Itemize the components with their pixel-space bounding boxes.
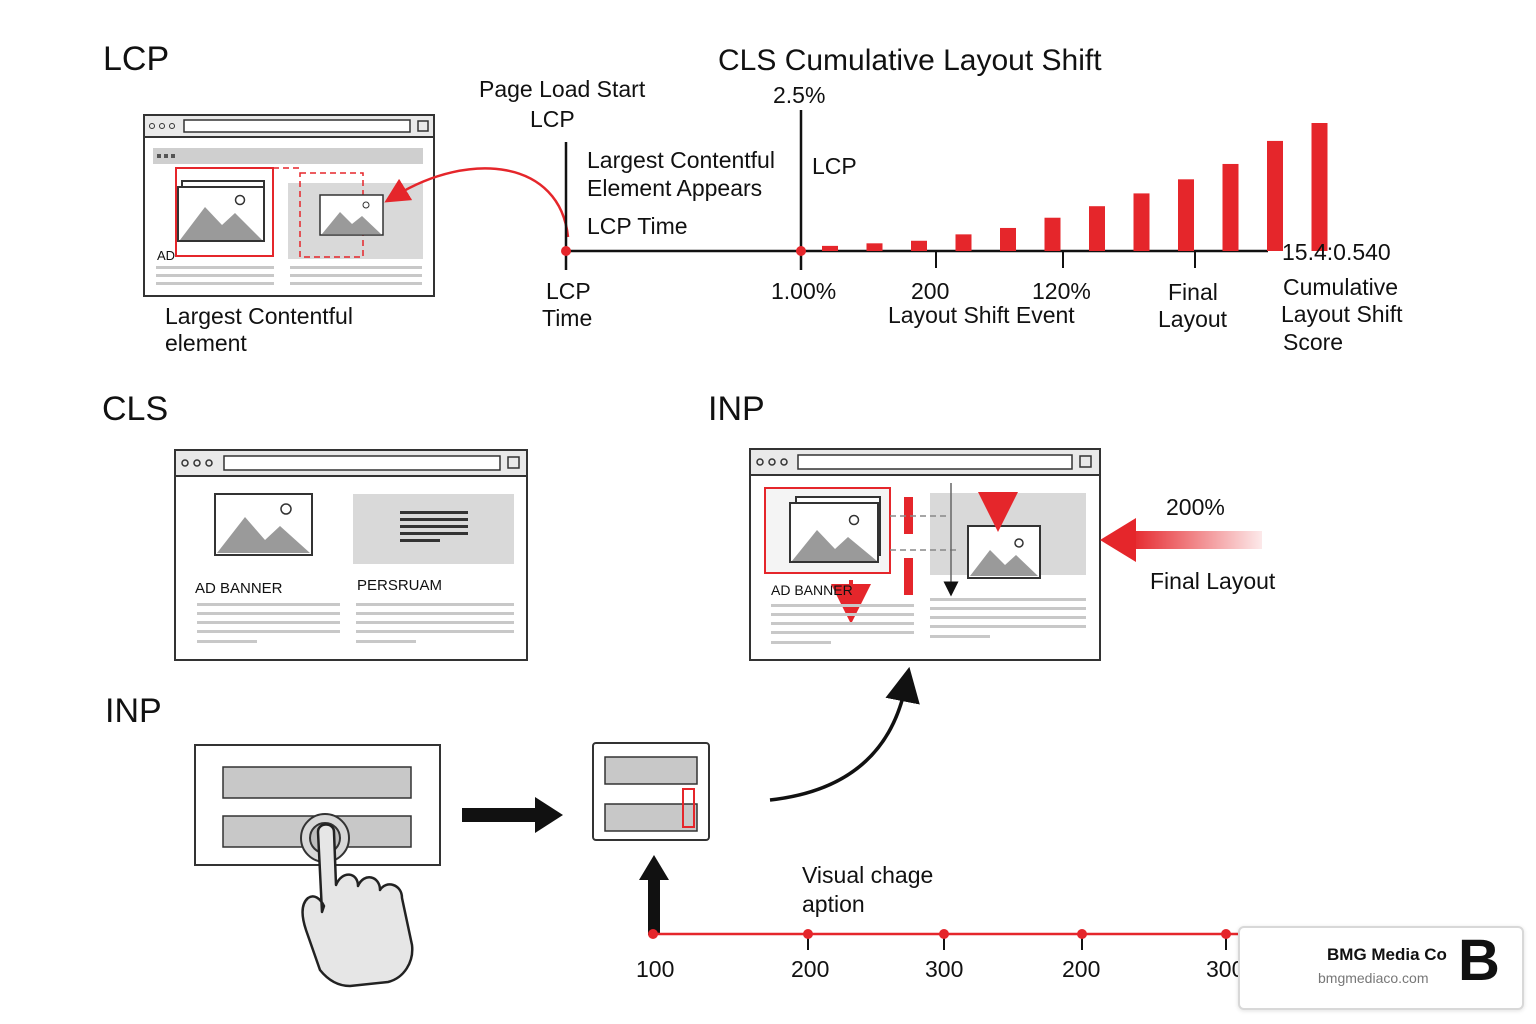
timeline-tick-label: 200 <box>1062 956 1101 982</box>
watermark-name: BMG Media Co <box>1327 945 1447 964</box>
inp-ad-banner: AD BANNER <box>771 582 853 598</box>
inp-left-title: INP <box>105 692 162 730</box>
cls-tick-label: 200 <box>911 278 950 304</box>
cls-bar <box>1267 140 1283 251</box>
lcp-time-bottom-2: Time <box>542 305 593 331</box>
watermark-url: bmgmediaco.com <box>1318 970 1429 986</box>
lcp-element-caption-1: Largest Contentful <box>165 303 353 329</box>
cls-lcp-marker: LCP <box>812 153 857 179</box>
cls-bar <box>955 234 972 251</box>
cls-bar <box>911 240 927 251</box>
logo-icon: B <box>1458 928 1500 993</box>
cls-persruam: PERSRUAM <box>357 577 443 594</box>
cls-bars <box>822 123 1328 251</box>
inp-result-panel <box>592 742 710 841</box>
lcp-time-bottom-1: LCP <box>546 278 591 304</box>
inp-browser-window <box>749 448 1101 661</box>
lcp-curved-arrow <box>384 167 570 238</box>
lcp-title: LCP <box>103 40 170 78</box>
cls-chart-title: CLS Cumulative Layout Shift <box>718 44 1102 77</box>
cls-bar <box>1044 217 1061 251</box>
curved-up-arrow <box>769 666 920 802</box>
timeline-tick-label: 200 <box>791 956 830 982</box>
cls-bar <box>866 243 883 251</box>
cls-ad-banner: AD BANNER <box>195 580 283 597</box>
inp-final-layout: Final Layout <box>1150 568 1276 594</box>
watermark-card: BMG Media Co bmgmediaco.com B <box>1238 926 1524 1010</box>
score-label-1: Cumulative <box>1283 274 1399 300</box>
final-layout-2: Layout <box>1158 306 1228 332</box>
right-arrow-icon <box>462 797 563 833</box>
cls-bar <box>1089 206 1105 251</box>
cls-bar <box>1178 179 1194 251</box>
inp-percent: 200% <box>1166 494 1225 520</box>
visual-change-2: aption <box>802 891 865 917</box>
up-arrow-icon <box>639 855 669 935</box>
cls-tick-label: 120% <box>1032 278 1091 304</box>
visual-change-1: Visual chage <box>802 862 934 888</box>
lcp-time-label: LCP Time <box>587 213 688 239</box>
cls-bar <box>822 245 838 251</box>
lcp-top-label: LCP <box>530 106 575 132</box>
final-layout-arrow <box>1100 518 1262 562</box>
hand-pointer-icon <box>301 823 414 988</box>
final-layout-1: Final <box>1168 279 1218 305</box>
cls-bar <box>1222 163 1239 251</box>
element-appears-2: Element Appears <box>587 175 763 201</box>
cls-tick-label: 1.00% <box>771 278 837 304</box>
page-load-start-label: Page Load Start <box>479 76 646 102</box>
score-label-2: Layout Shift <box>1281 301 1403 327</box>
timeline-tick-label: 300 <box>1206 956 1245 982</box>
cls-title: CLS <box>102 390 169 428</box>
timeline-tick-label: 300 <box>925 956 964 982</box>
layout-shift-event-label: Layout Shift Event <box>888 302 1075 328</box>
element-appears-1: Largest Contentful <box>587 147 775 173</box>
lcp-browser-window <box>143 114 435 297</box>
cls-end-value: 15.4:0.540 <box>1282 239 1391 265</box>
cls-bar <box>1133 193 1150 251</box>
lcp-ad-label: AD <box>157 248 176 263</box>
cls-browser-window <box>174 449 528 661</box>
lcp-element-caption-2: element <box>165 330 247 356</box>
bottom-timeline <box>648 929 1240 950</box>
cls-top-value: 2.5% <box>773 82 826 108</box>
timeline-tick-label: 100 <box>636 956 675 982</box>
cls-bar <box>1000 227 1016 251</box>
score-label-3: Score <box>1283 329 1344 355</box>
inp-right-title: INP <box>708 390 765 428</box>
cls-bar <box>1311 123 1328 251</box>
